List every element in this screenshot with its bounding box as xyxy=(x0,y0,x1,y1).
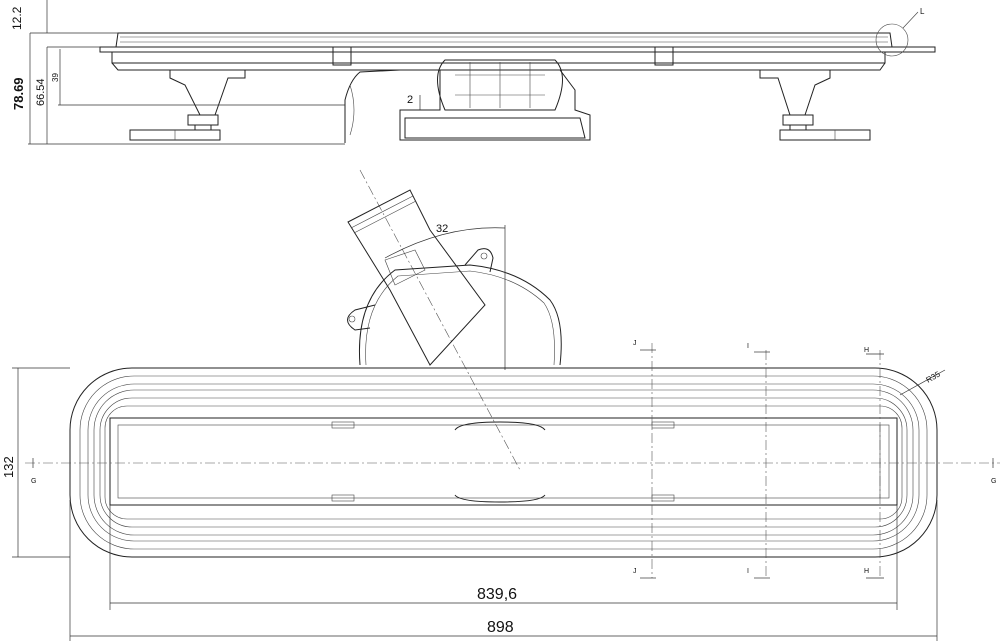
gap-dim: 2 xyxy=(407,94,413,106)
section-h-bottom: H xyxy=(864,568,869,575)
width-dim: 132 xyxy=(1,456,16,478)
left-foot xyxy=(129,69,246,141)
radius-dim: R35 xyxy=(925,369,943,384)
section-j-bottom: J xyxy=(633,568,637,575)
section-h-top: H xyxy=(864,347,869,354)
outer-length-dim: 898 xyxy=(487,619,514,636)
drain-body: 2 xyxy=(344,59,591,143)
section-j-top: J xyxy=(633,340,637,347)
detail-label: L xyxy=(920,7,925,16)
dim-12-2: 12.2 xyxy=(10,6,24,30)
grate-top xyxy=(115,32,893,48)
inner-length-dim: 839,6 xyxy=(477,586,517,603)
g-label-left: G xyxy=(31,478,36,485)
dim-39: 39 xyxy=(51,73,60,82)
section-lines: J J I I H H xyxy=(633,340,884,579)
angle-dim: 32 xyxy=(436,223,448,235)
outlet-pipe: 32 xyxy=(347,169,562,471)
top-view: 32 G G xyxy=(1,169,1000,641)
flange-plate xyxy=(99,46,936,53)
tray-body xyxy=(111,52,886,64)
g-label-right: G xyxy=(991,478,996,485)
section-i-bottom: I xyxy=(747,568,749,575)
dim-66-54: 66.54 xyxy=(35,78,47,106)
side-view: L 2 xyxy=(10,0,936,145)
dim-78-69: 78.69 xyxy=(11,77,26,110)
right-foot xyxy=(759,69,871,141)
channel-body xyxy=(69,367,938,558)
detail-circle xyxy=(875,23,909,57)
section-i-top: I xyxy=(747,343,749,350)
